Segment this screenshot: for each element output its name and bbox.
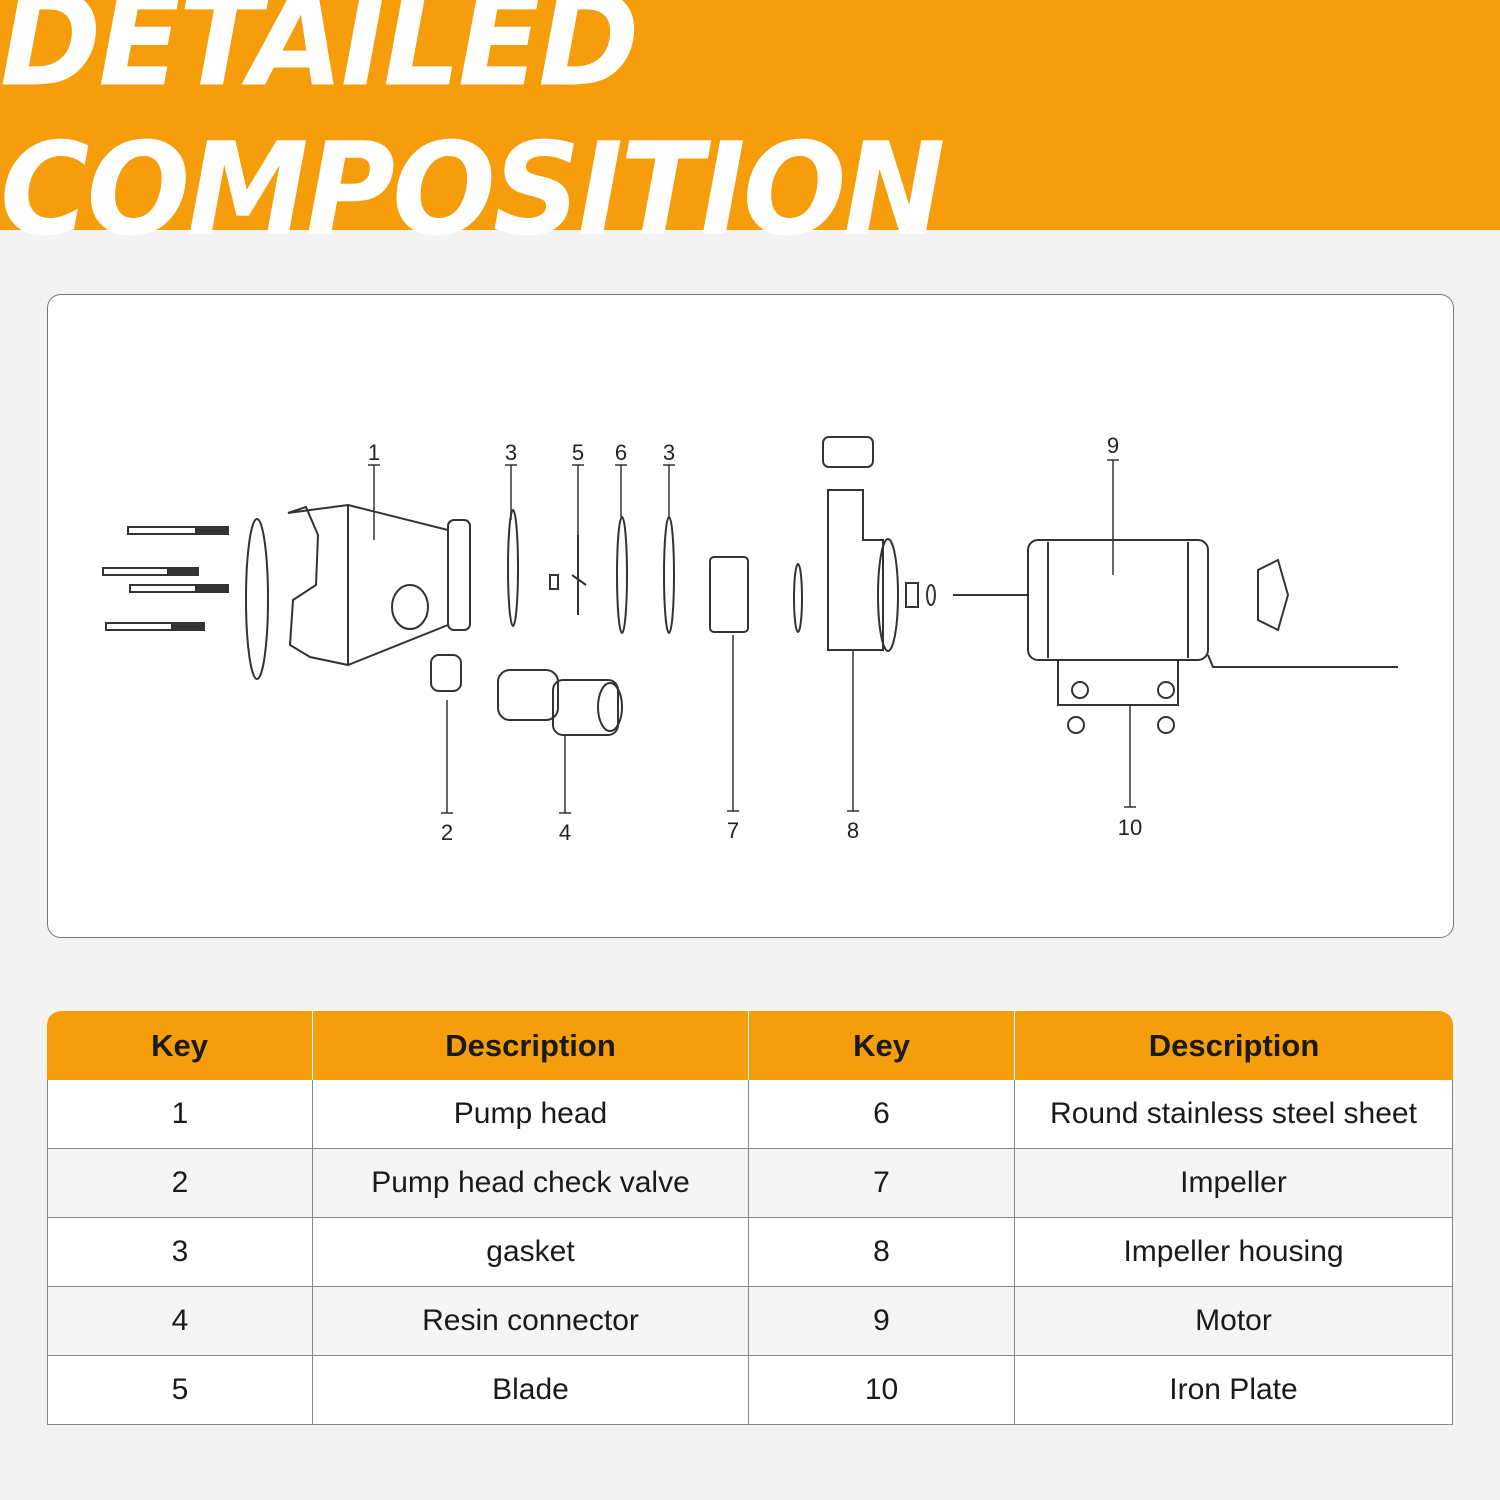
nut-drawing — [549, 574, 559, 590]
header-key: Key — [47, 1011, 313, 1080]
gasket-drawing-2 — [663, 516, 675, 634]
resin-connector-drawing — [497, 669, 623, 736]
table-row: 2 Pump head check valve 7 Impeller — [47, 1149, 1453, 1218]
description-cell: Impeller housing — [1015, 1218, 1453, 1287]
pump-head-drawing — [287, 503, 471, 667]
callout-2: 2 — [441, 820, 453, 845]
key-cell: 1 — [47, 1080, 313, 1149]
callout-1: 1 — [368, 440, 380, 465]
exploded-diagram-panel: 1 2 3 4 5 6 3 7 8 9 10 — [47, 294, 1454, 938]
callout-9: 9 — [1107, 433, 1119, 458]
key-cell: 9 — [749, 1287, 1015, 1356]
key-cell: 5 — [47, 1356, 313, 1425]
description-cell: Iron Plate — [1015, 1356, 1453, 1425]
description-cell: Resin connector — [313, 1287, 749, 1356]
page-title: DETAILED COMPOSITION — [0, 0, 945, 265]
key-cell: 10 — [749, 1356, 1015, 1425]
key-cell: 3 — [47, 1218, 313, 1287]
table-row: 1 Pump head 6 Round stainless steel shee… — [47, 1080, 1453, 1149]
check-valve-drawing — [430, 654, 462, 692]
callout-4: 4 — [559, 820, 571, 845]
blade-drawing — [571, 535, 587, 615]
pump-exploded-diagram: 1 2 3 4 5 6 3 7 8 9 10 — [102, 433, 1398, 845]
gasket-drawing — [507, 509, 519, 627]
description-cell: Impeller — [1015, 1149, 1453, 1218]
washer-drawing — [926, 584, 936, 606]
parts-table: Key Description Key Description 1 Pump h… — [47, 1011, 1453, 1425]
table-header-row: Key Description Key Description — [47, 1011, 1453, 1080]
header-description: Description — [313, 1011, 749, 1080]
description-cell: Pump head check valve — [313, 1149, 749, 1218]
o-ring-drawing — [245, 518, 269, 680]
callout-3: 3 — [505, 440, 517, 465]
iron-plate-drawing — [1057, 660, 1179, 734]
bushing-drawing — [905, 582, 919, 608]
title-banner: DETAILED COMPOSITION — [0, 0, 1500, 264]
callout-7: 7 — [727, 818, 739, 843]
key-cell: 7 — [749, 1149, 1015, 1218]
impeller-drawing — [709, 556, 749, 633]
description-cell: gasket — [313, 1218, 749, 1287]
leader-lines — [368, 459, 1136, 814]
bolts-drawing — [102, 526, 229, 631]
key-cell: 8 — [749, 1218, 1015, 1287]
callout-6: 6 — [615, 440, 627, 465]
description-cell: Blade — [313, 1356, 749, 1425]
description-cell: Motor — [1015, 1287, 1453, 1356]
table-row: 3 gasket 8 Impeller housing — [47, 1218, 1453, 1287]
header-key-2: Key — [749, 1011, 1015, 1080]
seal-drawing — [793, 563, 803, 633]
description-cell: Round stainless steel sheet — [1015, 1080, 1453, 1149]
key-cell: 2 — [47, 1149, 313, 1218]
key-cell: 6 — [749, 1080, 1015, 1149]
table-row: 5 Blade 10 Iron Plate — [47, 1356, 1453, 1425]
callout-10: 10 — [1118, 815, 1142, 840]
table-row: 4 Resin connector 9 Motor — [47, 1287, 1453, 1356]
impeller-housing-drawing — [822, 436, 899, 652]
callout-3b: 3 — [663, 440, 675, 465]
motor-drawing — [953, 539, 1398, 668]
callout-8: 8 — [847, 818, 859, 843]
header-description-2: Description — [1015, 1011, 1453, 1080]
callout-5: 5 — [572, 440, 584, 465]
steel-sheet-drawing — [616, 516, 628, 634]
description-cell: Pump head — [313, 1080, 749, 1149]
key-cell: 4 — [47, 1287, 313, 1356]
